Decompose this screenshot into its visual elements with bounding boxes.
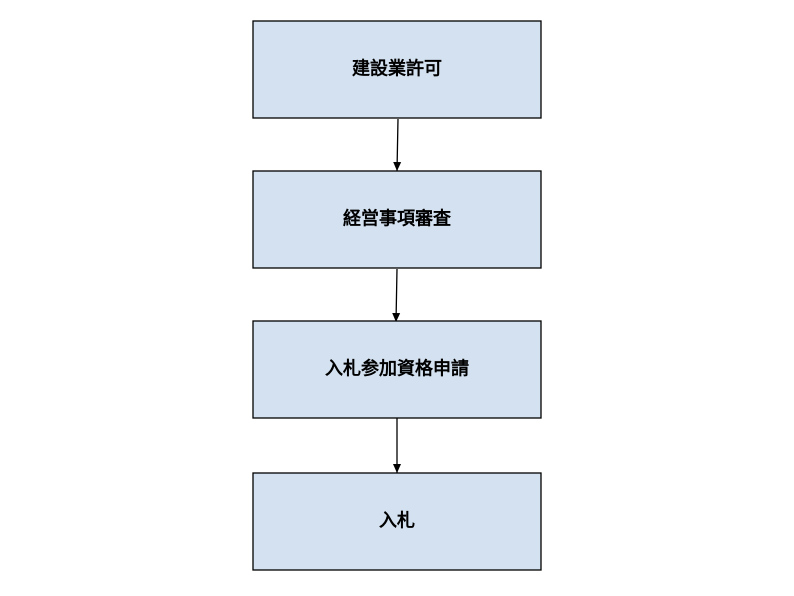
node-label: 建設業許可 [352,58,442,80]
node-nyusatsu-sanka-shikaku-shinsei: 入札参加資格申請 [252,320,542,419]
node-box [252,170,542,269]
edge-arrow [392,268,401,323]
edge-arrow [393,118,402,172]
node-label: 入札 [379,510,415,532]
node-box [252,20,542,119]
node-label: 経営事項審査 [343,208,451,230]
node-keiei-jiko-shinsa: 経営事項審査 [252,170,542,269]
node-kensetsugyo-kyoka: 建設業許可 [252,20,542,119]
node-box [252,472,542,571]
node-box [252,320,542,419]
node-nyusatsu: 入札 [252,472,542,571]
node-label: 入札参加資格申請 [325,358,469,380]
